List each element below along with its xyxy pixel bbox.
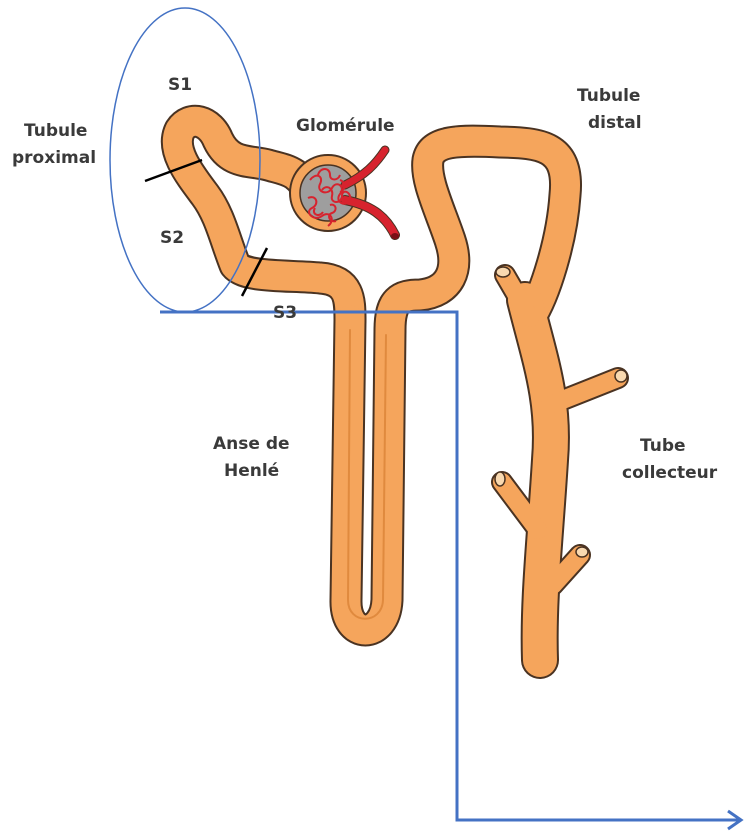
label-glomerule: Glomérule <box>296 116 395 136</box>
label-tubule-proximal-line2: proximal <box>12 148 96 168</box>
collecting-tube-main <box>525 300 551 660</box>
label-tubule-proximal: Tubule proximal <box>12 121 96 168</box>
label-tube-collecteur-line2: collecteur <box>622 463 718 483</box>
label-s1: S1 <box>168 75 192 95</box>
tubule-fill <box>177 121 618 660</box>
label-s3: S3 <box>273 303 297 323</box>
label-tubule-distal-line1: Tubule <box>577 86 640 106</box>
arteriole-opening <box>391 233 399 239</box>
label-tubule-distal: Tubule distal <box>577 86 646 133</box>
label-anse-de-henle: Anse de Henlé <box>213 434 295 481</box>
label-tubule-proximal-line1: Tubule <box>24 121 87 141</box>
annotation-arrow-line <box>160 312 740 820</box>
label-anse-de-henle-line2: Henlé <box>224 461 279 481</box>
label-s2: S2 <box>160 228 184 248</box>
label-anse-de-henle-line1: Anse de <box>213 434 290 454</box>
label-tube-collecteur: Tube collecteur <box>622 436 718 483</box>
glomerulus <box>290 150 399 239</box>
label-tubule-distal-line2: distal <box>588 113 642 133</box>
label-tube-collecteur-line1: Tube <box>640 436 686 456</box>
nephron-tubule <box>177 121 627 660</box>
